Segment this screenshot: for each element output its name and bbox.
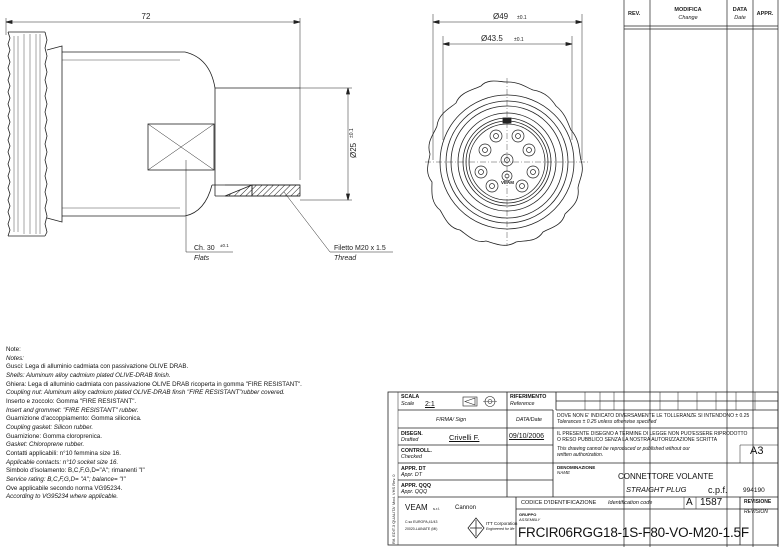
id-code-label-en: Identification code — [608, 500, 653, 506]
company-suffix: s.r.l. — [433, 506, 441, 511]
part-number: FRCIR06RGG18-1S-F80-VO-M20-1.5F — [518, 525, 749, 540]
notes-block: Note:Notes:Gusci: Lega di alluminio cadm… — [6, 346, 386, 502]
drafted-label: DISEGN. — [401, 431, 423, 437]
company-name: VEAM — [405, 503, 428, 512]
note-line: Gusci: Lega di alluminio cadmiata con pa… — [6, 363, 189, 371]
appr-qqq-label-en: Appr. QQQ — [401, 489, 428, 495]
note-line: Guarnizione: Gomma cloroprenica. — [6, 432, 102, 440]
id-size: A — [686, 497, 693, 508]
note-line: Insert and grommet: "FIRE RESISTANT" rub… — [6, 406, 139, 414]
front-view — [425, 14, 590, 246]
scale-label-en: Scale — [401, 401, 415, 407]
legal-it-1: IL PRESENTE DISEGNO A TERMINE DI LEGGE N… — [557, 431, 748, 437]
revision-label: REVISIONE — [744, 499, 772, 505]
dim-mid-diameter: Ø43.5 — [481, 34, 503, 43]
tolerance-it: DOVE NON E' INDICATO DIVERSAMENTE LE TOL… — [557, 413, 750, 419]
checked-label: CONTROLL. — [401, 448, 432, 454]
dim-inner-tolerance: ±0.1 — [349, 128, 355, 138]
revision-table-labels: REV. MODIFICA Change DATA Date APPR. — [628, 7, 774, 21]
checked-label-en: Checked — [401, 454, 422, 460]
note-line: Notes: — [6, 354, 24, 362]
legal-en-1: This drawing cannot be reproduced or pub… — [557, 446, 690, 452]
scale-label: SCALA — [401, 394, 420, 400]
flats-tolerance: ±0.1 — [220, 243, 229, 248]
change-header-en: Change — [678, 15, 697, 21]
drafted-label-en: Drafted — [401, 437, 419, 443]
itt-tagline: Engineered for life — [486, 527, 515, 531]
itt-name: ITT Corporation — [486, 521, 518, 526]
address-1: C.so EUROPA,41/43 — [405, 520, 438, 524]
note-line: Coupling nut: Aluminum alloy cadmium pla… — [6, 389, 285, 397]
side-view — [5, 18, 393, 253]
dim-mid-tolerance: ±0.1 — [514, 37, 524, 43]
cpf-value: 994190 — [743, 487, 765, 494]
front-view-labels: Ø49 ±0.1 Ø43.5 ±0.1 VEAM — [481, 12, 527, 185]
note-line: Ghiera: Lega di alluminio cadmiata con p… — [6, 380, 302, 388]
reference-label: RIFERIMENTO — [510, 394, 547, 400]
dim-inner-diameter: Ø25 — [349, 142, 358, 158]
note-line: According to VG95234 where applicable. — [6, 493, 119, 501]
note-line: Service rating: B,C,F,G,D= "A"; balance=… — [6, 475, 126, 483]
appr-dt-label: APPR. DT — [401, 466, 426, 472]
id-number: 1587 — [700, 497, 723, 508]
note-line: Ove applicabile secondo norma VG95234. — [6, 484, 123, 492]
name-label: DENOMINAZIONE — [557, 465, 596, 470]
address-2: 20020-LAINATE (MI) — [405, 527, 438, 531]
sheet-size: A3 — [750, 445, 764, 457]
drafted-date: 09/10/2006 — [509, 433, 545, 440]
itt-logo-icon — [467, 517, 485, 539]
thread-label: Filetto M20 x 1.5 — [334, 245, 386, 252]
dim-length: 72 — [142, 12, 151, 21]
scale-value: 2:1 — [425, 401, 435, 408]
note-line: Simbolo d'isolamento: B,C,F,G,D="A"; rim… — [6, 467, 145, 475]
name-label-en: NAME — [557, 470, 571, 475]
id-code-label: CODICE D'IDENTIFICAZIONE — [521, 500, 597, 506]
dim-outer-tolerance: ±0.1 — [517, 15, 527, 21]
appr-qqq-label: APPR. QQQ — [401, 483, 432, 489]
name-it: CONNETTORE VOLANTE — [618, 472, 714, 481]
group-label: GRUPPO — [519, 512, 537, 517]
sign-label: FIRMA/ Sign — [436, 417, 467, 423]
side-view-labels: 72 Ø25 ±0.1 Ch. 30 ±0.1 Flats Filetto M2… — [142, 12, 386, 262]
side-quality-text: Rif. EDIT.3 QUALITA' Mod. VHS Rev. 0 — [391, 474, 396, 544]
note-line: Guarnizione d'accoppiamento: Gomma silic… — [6, 415, 142, 423]
date-label: DATA/Date — [516, 417, 543, 423]
note-line: Inserto e zoccolo: Gomma "FIRE RESISTANT… — [6, 397, 137, 405]
flats-en: Flats — [194, 255, 210, 262]
appr-header: APPR. — [757, 11, 774, 17]
legal-en-2: written authorization. — [557, 452, 604, 458]
thread-en: Thread — [334, 255, 357, 262]
title-block-frame — [387, 391, 779, 546]
connector-mark: VEAM — [501, 180, 514, 185]
tolerance-en: Tolerances ± 0.25 unless otherwise speci… — [557, 419, 657, 425]
date-header: DATA — [733, 7, 747, 13]
rev-header: REV. — [628, 11, 641, 17]
note-line: Note: — [6, 346, 21, 353]
note-line: Shells: Aluminum alloy cadmium plated OL… — [6, 371, 171, 379]
note-line: Contatti applicabili: n°10 femmina size … — [6, 449, 121, 457]
revision-label-en: REVISION — [744, 509, 768, 515]
note-line: Coupling gasket: Silicon rubber. — [6, 423, 94, 431]
change-header: MODIFICA — [674, 7, 701, 13]
date-header-en: Date — [734, 15, 746, 21]
group-label-en: ASSEMBLY — [519, 517, 541, 522]
dim-outer-diameter: Ø49 — [493, 12, 509, 21]
reference-label-en: Reference — [510, 401, 535, 407]
legal-it-2: O RESO PUBBLICO SENZA LA NOSTRA AUTORIZZ… — [557, 437, 718, 443]
appr-dt-label-en: Appr. DT — [401, 472, 422, 478]
drafted-by: Crivelli F. — [449, 433, 480, 442]
note-line: Gasket: Chloroprene rubber. — [6, 441, 85, 449]
cannon-brand: Cannon — [455, 505, 477, 511]
name-en: STRAIGHT PLUG — [626, 485, 687, 494]
note-line: Applicable contacts: n°10 socket size 16… — [6, 458, 119, 466]
revision-table — [623, 0, 779, 547]
flats-label: Ch. 30 — [194, 245, 215, 252]
cpf-label: c.p.f. — [708, 485, 728, 495]
